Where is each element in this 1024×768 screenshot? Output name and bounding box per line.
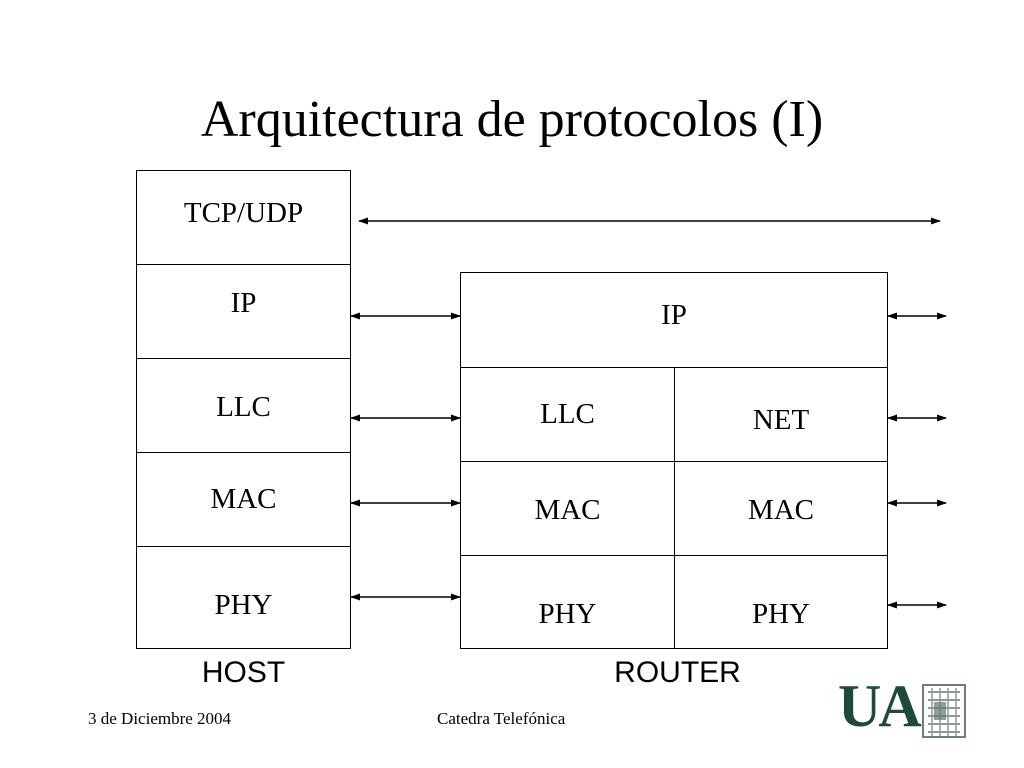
host-layer-label: MAC xyxy=(210,483,277,515)
router-stack: IP LLC NET MAC MAC PHY PHY xyxy=(460,272,888,649)
router-layer-phy-left: PHY xyxy=(461,556,675,648)
host-layer-phy: PHY xyxy=(137,547,350,648)
university-building-logo-icon xyxy=(922,684,966,738)
host-layer-label: TCP/UDP xyxy=(183,197,304,229)
host-layer-mac: MAC xyxy=(137,453,350,547)
router-layer-label: NET xyxy=(752,404,810,436)
router-layer-mac-right: MAC xyxy=(675,462,887,556)
host-layer-ip: IP xyxy=(137,265,350,359)
host-layer-label: PHY xyxy=(214,589,273,621)
footer-center: Catedra Telefónica xyxy=(437,709,566,728)
host-stack: TCP/UDP IP LLC MAC PHY xyxy=(136,170,351,649)
slide-title: Arquitectura de protocolos (I) xyxy=(200,91,824,148)
router-layer-phy-right: PHY xyxy=(675,556,887,648)
router-layer-label: IP xyxy=(661,299,687,331)
router-layer-ip: IP xyxy=(461,273,887,368)
logo-text: UA xyxy=(838,673,922,739)
router-layer-label: LLC xyxy=(540,398,595,430)
host-layer-tcp-udp: TCP/UDP xyxy=(137,171,350,265)
router-layer-label: PHY xyxy=(751,598,810,630)
host-label: HOST xyxy=(201,656,286,689)
router-layer-mac-left: MAC xyxy=(461,462,675,556)
router-layer-llc: LLC xyxy=(461,368,675,462)
host-layer-label: IP xyxy=(230,287,257,319)
router-layer-label: MAC xyxy=(534,494,601,526)
router-layer-net: NET xyxy=(675,368,887,462)
ua-logo: UA xyxy=(838,674,968,740)
router-label: ROUTER xyxy=(614,656,741,689)
host-layer-label: LLC xyxy=(216,391,271,423)
footer-date: 3 de Diciembre 2004 xyxy=(88,709,232,728)
router-layer-label: MAC xyxy=(747,494,815,526)
router-layer-label: PHY xyxy=(538,598,597,630)
host-layer-llc: LLC xyxy=(137,359,350,453)
